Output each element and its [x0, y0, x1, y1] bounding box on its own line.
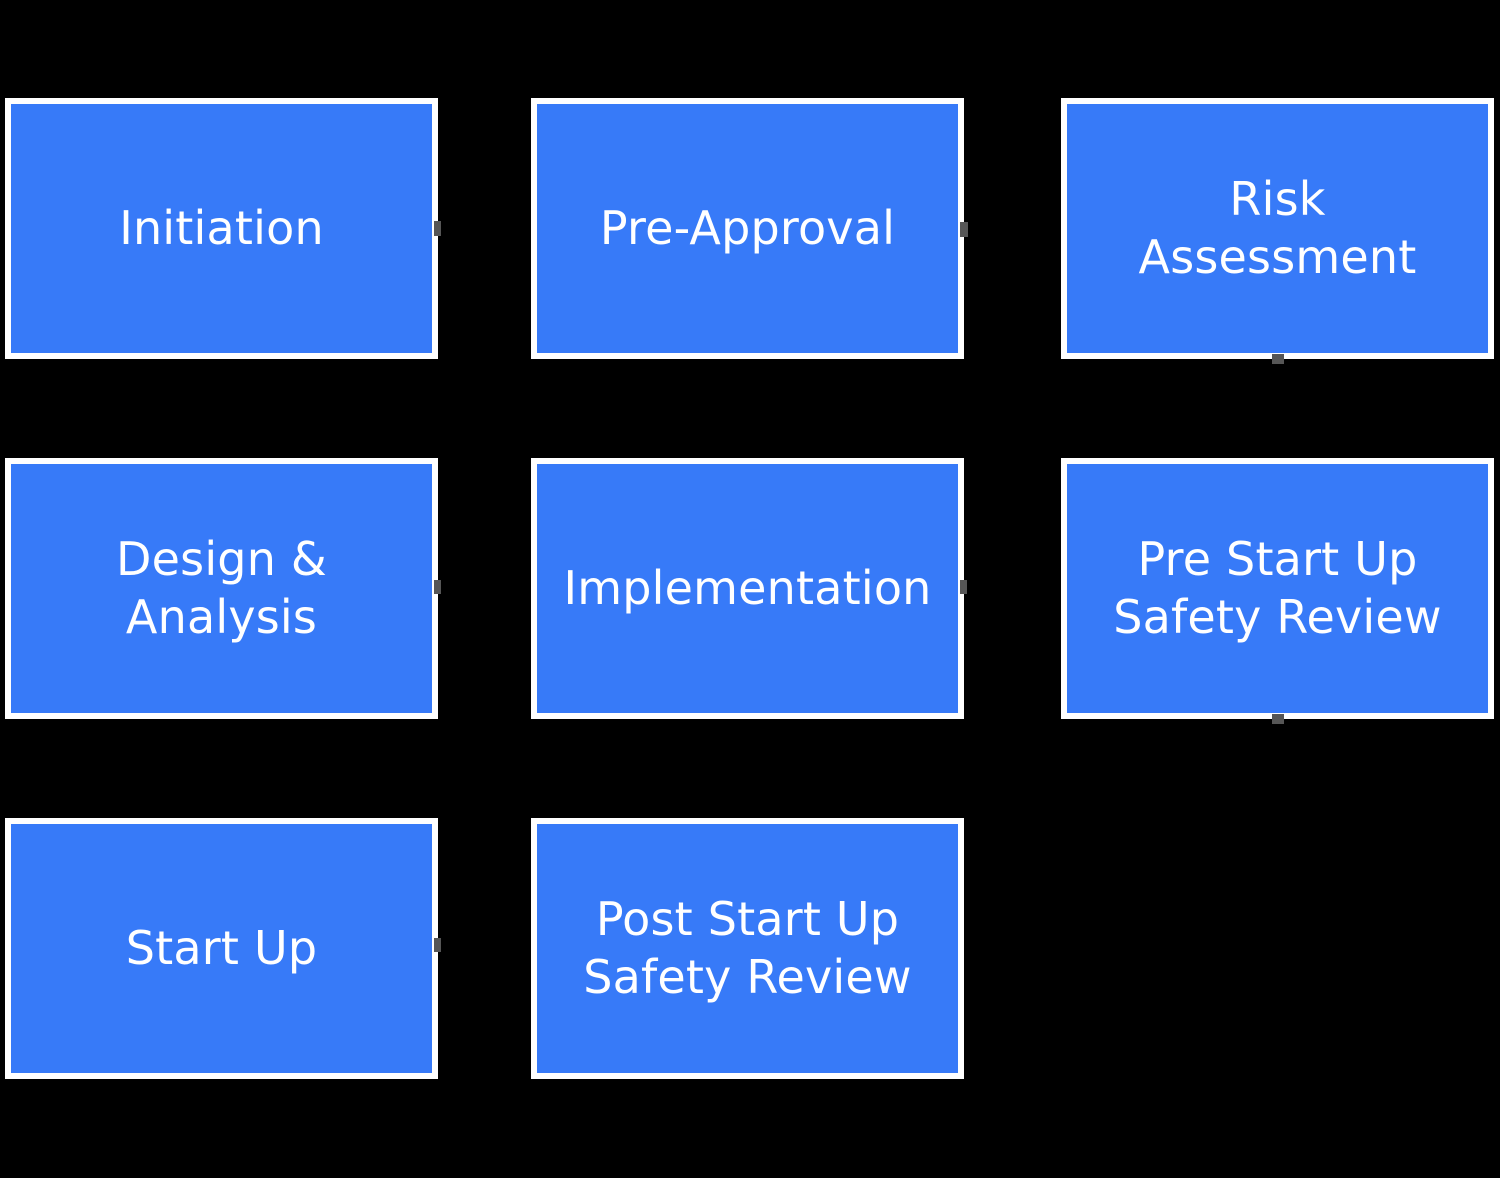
- step-box-post-start-up-safety-review: Post Start Up Safety Review: [531, 818, 964, 1079]
- step-box-pre-start-up-safety-review: Pre Start Up Safety Review: [1061, 458, 1494, 719]
- step-box-initiation: Initiation: [5, 98, 438, 359]
- arrow-remnant-mark: [434, 221, 441, 236]
- arrow-remnant-mark: [434, 938, 441, 952]
- step-label-pre-start-up-safety-review: Pre Start Up Safety Review: [1113, 532, 1442, 644]
- step-box-implementation: Implementation: [531, 458, 964, 719]
- step-label-start-up: Start Up: [125, 920, 318, 975]
- step-label-risk-assessment: Risk Assessment: [1138, 172, 1417, 284]
- step-label-design-analysis: Design & Analysis: [116, 532, 327, 644]
- step-label-post-start-up-safety-review: Post Start Up Safety Review: [583, 892, 912, 1004]
- step-box-risk-assessment: Risk Assessment: [1061, 98, 1494, 359]
- arrow-remnant-mark: [960, 580, 967, 594]
- step-label-implementation: Implementation: [563, 560, 932, 615]
- arrow-remnant-mark: [434, 580, 441, 594]
- step-box-design-analysis: Design & Analysis: [5, 458, 438, 719]
- arrow-remnant-mark: [960, 222, 968, 237]
- arrow-remnant-mark: [1272, 714, 1284, 724]
- step-label-pre-approval: Pre-Approval: [599, 200, 896, 255]
- step-box-start-up: Start Up: [5, 818, 438, 1079]
- step-box-pre-approval: Pre-Approval: [531, 98, 964, 359]
- step-label-initiation: Initiation: [119, 200, 324, 255]
- arrow-remnant-mark: [1272, 354, 1284, 364]
